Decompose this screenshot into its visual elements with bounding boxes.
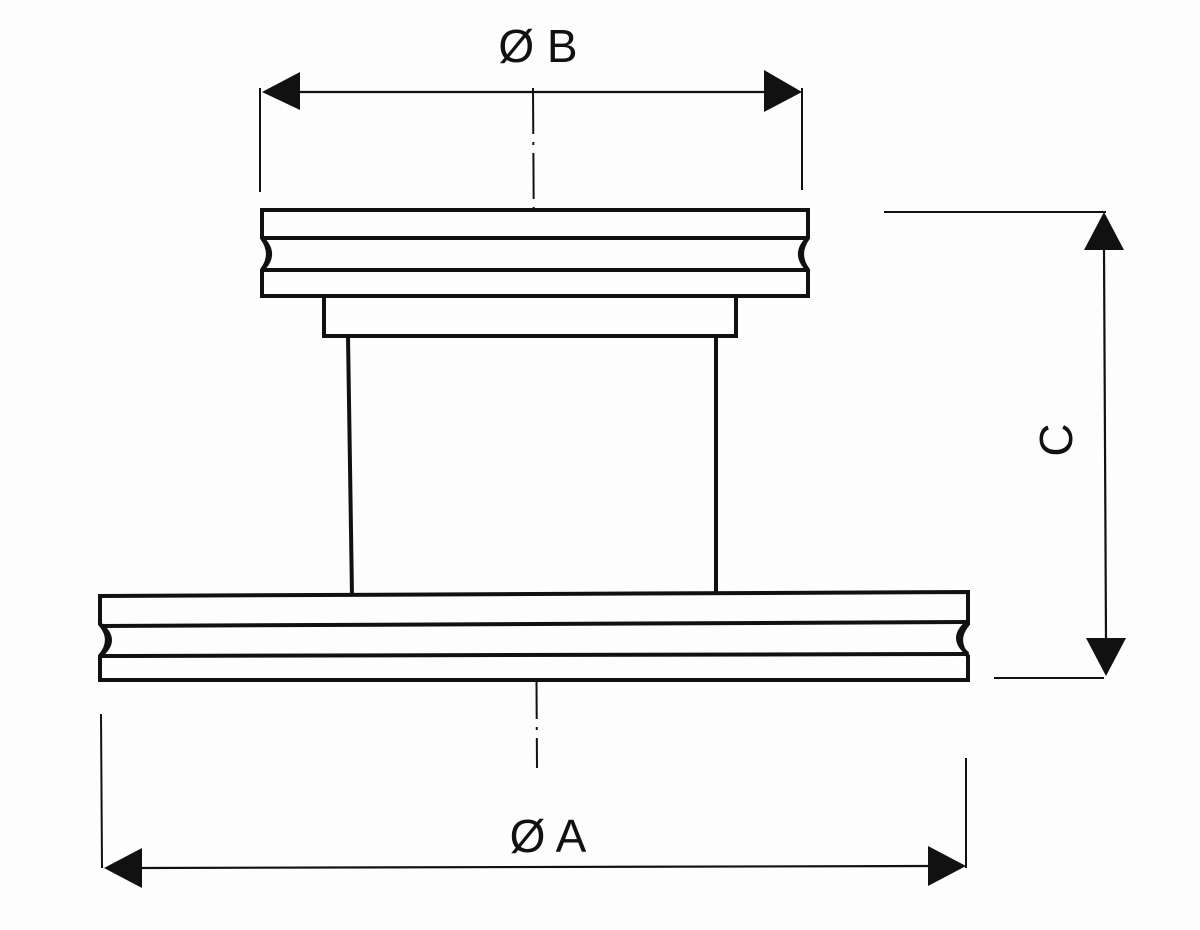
lower-flange-body	[98, 589, 970, 682]
tube-body	[345, 334, 718, 598]
dim-a-arrow-right	[928, 846, 966, 886]
upper-flange-groove-left	[260, 236, 272, 272]
dim-a-arrow-left	[104, 848, 142, 888]
dim-a-extension-left	[100, 713, 103, 869]
dimension-a: Ø A	[100, 713, 967, 888]
dimension-b: Ø B	[259, 20, 803, 192]
dim-c-line	[1102, 247, 1108, 641]
dim-a-line	[139, 864, 931, 870]
upper-flange-groove-right	[798, 236, 810, 272]
upper-flange	[260, 208, 810, 298]
lower-flange-groove-top	[101, 620, 967, 628]
dim-b-arrow-left	[262, 72, 300, 110]
dim-c-arrow-bottom	[1086, 638, 1126, 676]
dimension-c: C	[884, 211, 1126, 679]
dim-c-arrow-top	[1084, 212, 1124, 250]
lower-flange	[98, 589, 970, 682]
upper-flange-body	[260, 208, 810, 298]
dim-c-label: C	[1030, 423, 1082, 456]
dim-b-label: Ø B	[498, 20, 577, 72]
collar	[322, 294, 738, 338]
dim-a-label: Ø A	[510, 810, 587, 862]
lower-flange-groove-right	[956, 620, 970, 656]
lower-flange-groove-bottom	[101, 652, 967, 658]
dim-b-arrow-right	[764, 70, 802, 112]
lower-flange-groove-left	[98, 622, 112, 658]
